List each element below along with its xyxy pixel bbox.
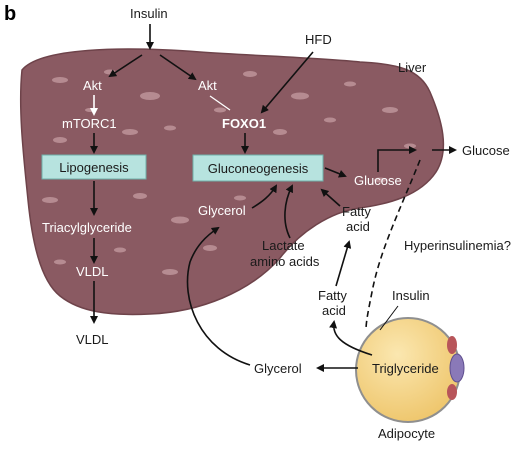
liver-shape	[19, 48, 445, 316]
fatty-acid-lower-line1: Fatty	[318, 288, 347, 303]
fatty-acid-lower-line2: acid	[322, 303, 346, 318]
gluconeogenesis-label: Gluconeogenesis	[208, 161, 309, 176]
lipogenesis-label: Lipogenesis	[59, 160, 129, 175]
adipocyte-edge-spot-bottom	[447, 384, 457, 400]
glycerol-liver-label: Glycerol	[198, 203, 246, 218]
triglyceride-to-fatty-acid-arrow	[329, 320, 373, 356]
fatty-acid-upper-line2: acid	[346, 219, 370, 234]
hfd-label: HFD	[305, 32, 332, 47]
akt-inhibits-foxo1	[209, 95, 231, 111]
triglyceride-label: Triglyceride	[372, 361, 439, 376]
glycerol-to-gluconeogenesis-arrow	[251, 184, 278, 209]
adipocyte-edge-spot-top	[447, 336, 457, 354]
insulin-to-akt-right-arrow	[159, 54, 197, 81]
liver-label: Liver	[398, 60, 427, 75]
insulin-label: Insulin	[130, 6, 168, 21]
insulin-adipocyte-pointer	[379, 305, 399, 331]
hyperinsulinemia-label: Hyperinsulinemia?	[404, 238, 511, 253]
mtorc1-label: mTORC1	[62, 116, 117, 131]
vldl-out-label: VLDL	[76, 332, 109, 347]
hfd-to-foxo1-arrow	[260, 51, 314, 114]
panel-label: b	[4, 3, 16, 25]
glucose-liver-label: Glucose	[354, 173, 402, 188]
glucose-export-arrow	[377, 146, 417, 172]
gluconeogenesis-box	[192, 154, 324, 182]
fatty-acid-lower-to-upper-arrow	[335, 240, 352, 287]
insulin-to-akt-left-arrow	[108, 54, 143, 78]
lactate-label: Lactate	[262, 238, 305, 253]
foxo1-label: FOXO1	[222, 116, 266, 131]
gluconeogenesis-to-glucose-arrow	[324, 167, 347, 178]
insulin-adipocyte-label: Insulin	[392, 288, 430, 303]
adipocyte-label: Adipocyte	[378, 426, 435, 441]
adipocyte-nucleus	[449, 353, 465, 383]
akt-left-label: Akt	[83, 78, 102, 93]
fatty-acid-to-gluconeogenesis-arrow	[320, 188, 341, 207]
glucose-out-label: Glucose	[462, 143, 510, 158]
glycerol-return-arrow	[186, 226, 251, 366]
triacylglyceride-label: Triacylglyceride	[42, 220, 132, 235]
fatty-acid-upper-line1: Fatty	[342, 204, 371, 219]
akt-right-label: Akt	[198, 78, 217, 93]
lipogenesis-box	[41, 154, 147, 180]
amino-acids-label: amino acids	[250, 254, 320, 269]
vldl-liver-label: VLDL	[76, 264, 109, 279]
glycerol-out-label: Glycerol	[254, 361, 302, 376]
lactate-to-gluconeogenesis-arrow	[284, 184, 293, 239]
